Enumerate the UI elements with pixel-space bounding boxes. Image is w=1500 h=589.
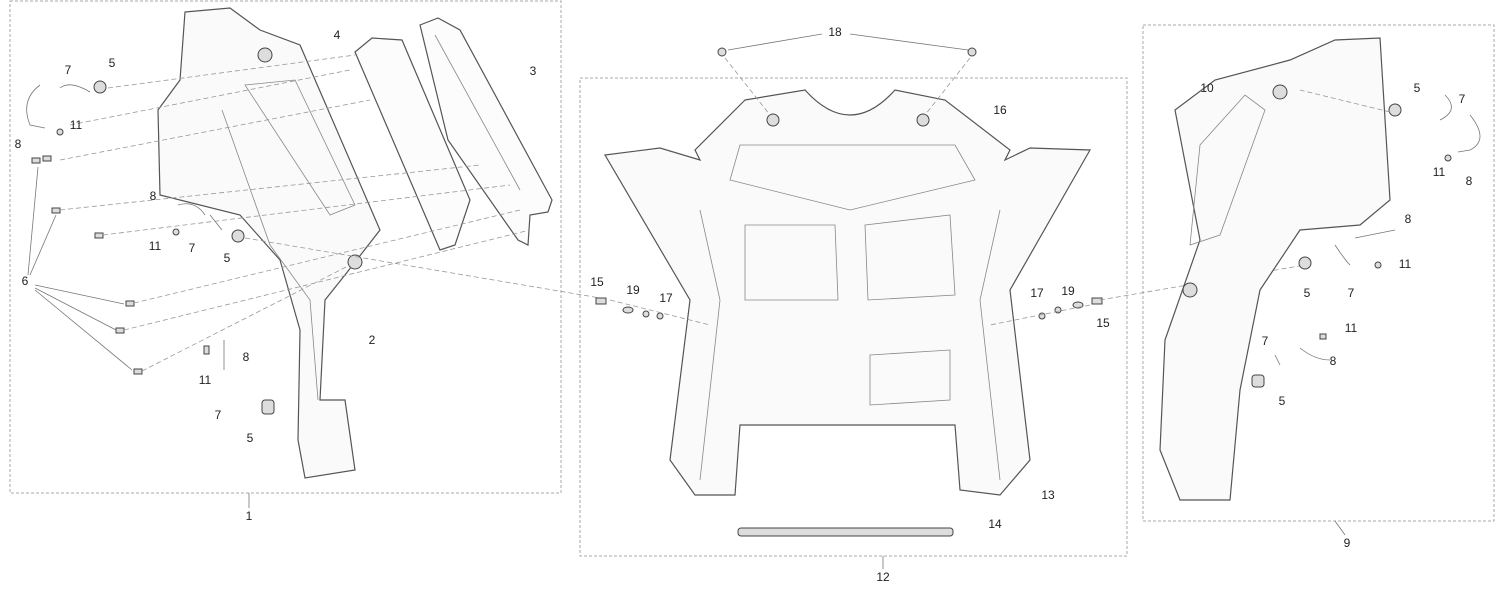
callout: 2: [368, 333, 376, 347]
callout: 5: [223, 251, 231, 265]
left-side-panel: [157, 7, 381, 479]
callout: 11: [198, 373, 212, 387]
callout: 16: [993, 103, 1007, 117]
center-hood: [595, 33, 1306, 537]
callout: 7: [1347, 286, 1355, 300]
left-assembly-box: [9, 0, 562, 494]
left-hardware: [26, 54, 601, 415]
trim-strip-14: [737, 527, 954, 537]
callout-assembly-9: 9: [1343, 536, 1351, 550]
callout: 8: [14, 137, 22, 151]
callout: 8: [1465, 174, 1473, 188]
callout: 7: [64, 63, 72, 77]
callout: 17: [1030, 286, 1044, 300]
callout-assembly-1: 1: [245, 509, 253, 523]
callout-assembly-12: 12: [876, 570, 890, 584]
callout: 11: [1398, 257, 1412, 271]
callout: 19: [626, 283, 640, 297]
callout: 7: [1458, 92, 1466, 106]
callout: 5: [108, 56, 116, 70]
right-assembly-box: [1142, 24, 1495, 522]
callout: 8: [242, 350, 250, 364]
callout: 7: [188, 241, 196, 255]
callout: 11: [69, 118, 83, 132]
callout: 7: [214, 408, 222, 422]
callout: 17: [659, 291, 673, 305]
callout: 18: [828, 25, 842, 39]
callout: 5: [1303, 286, 1311, 300]
windshield-4: [354, 37, 471, 251]
center-assembly-box: [579, 77, 1128, 557]
right-side-panel: [1159, 37, 1481, 501]
callout: 5: [1413, 81, 1421, 95]
callout: 11: [1432, 165, 1446, 179]
callout: 11: [1344, 321, 1358, 335]
windshield-3: [419, 17, 553, 246]
callout: 15: [1096, 316, 1110, 330]
callout: 8: [149, 189, 157, 203]
callout: 15: [590, 275, 604, 289]
callout: 13: [1041, 488, 1055, 502]
callout: 19: [1061, 284, 1075, 298]
callout: 14: [988, 517, 1002, 531]
callout: 5: [246, 431, 254, 445]
callout: 10: [1200, 81, 1214, 95]
callout: 6: [21, 274, 29, 288]
callout: 4: [333, 28, 341, 42]
callout: 11: [148, 239, 162, 253]
callout: 7: [1261, 334, 1269, 348]
callout: 8: [1329, 354, 1337, 368]
callout: 8: [1404, 212, 1412, 226]
callout: 5: [1278, 394, 1286, 408]
callout: 3: [529, 64, 537, 78]
